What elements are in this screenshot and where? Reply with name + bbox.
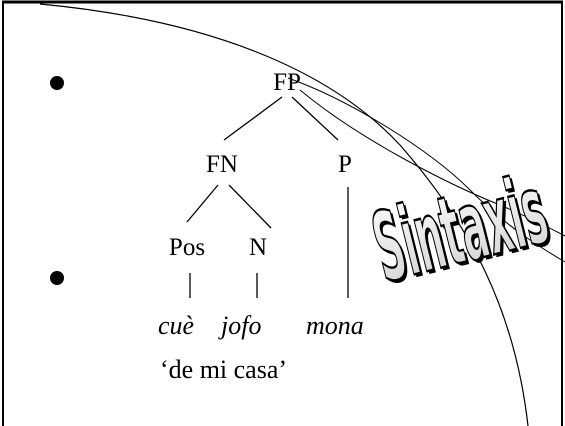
decorative-arc-upper bbox=[287, 77, 565, 263]
decorative-arc-main bbox=[39, 3, 529, 426]
tree-node-p: P bbox=[338, 151, 352, 178]
tree-node-pos: Pos bbox=[169, 234, 205, 261]
edge-fp-p bbox=[291, 96, 339, 141]
bullet-dot-icon bbox=[50, 76, 64, 90]
wordart-text: Sintaxis bbox=[363, 155, 558, 305]
tree-node-n: N bbox=[249, 234, 267, 261]
edge-fn-pos bbox=[186, 184, 219, 223]
edge-fp-fn bbox=[223, 96, 283, 141]
tree-node-fp: FP bbox=[273, 69, 301, 96]
bullet-dot-icon bbox=[50, 271, 64, 285]
wordart-title: Sintaxis Sintaxis bbox=[362, 154, 561, 308]
tree-node-fn: FN bbox=[206, 151, 238, 178]
decorative-arc-middle bbox=[299, 89, 565, 237]
edge-fn-n bbox=[228, 184, 272, 229]
gloss-translation: ‘de mi casa’ bbox=[160, 355, 287, 384]
word-cue: cuè bbox=[158, 311, 194, 340]
word-jofo: jofo bbox=[218, 311, 261, 340]
word-mona: mona bbox=[306, 311, 364, 340]
